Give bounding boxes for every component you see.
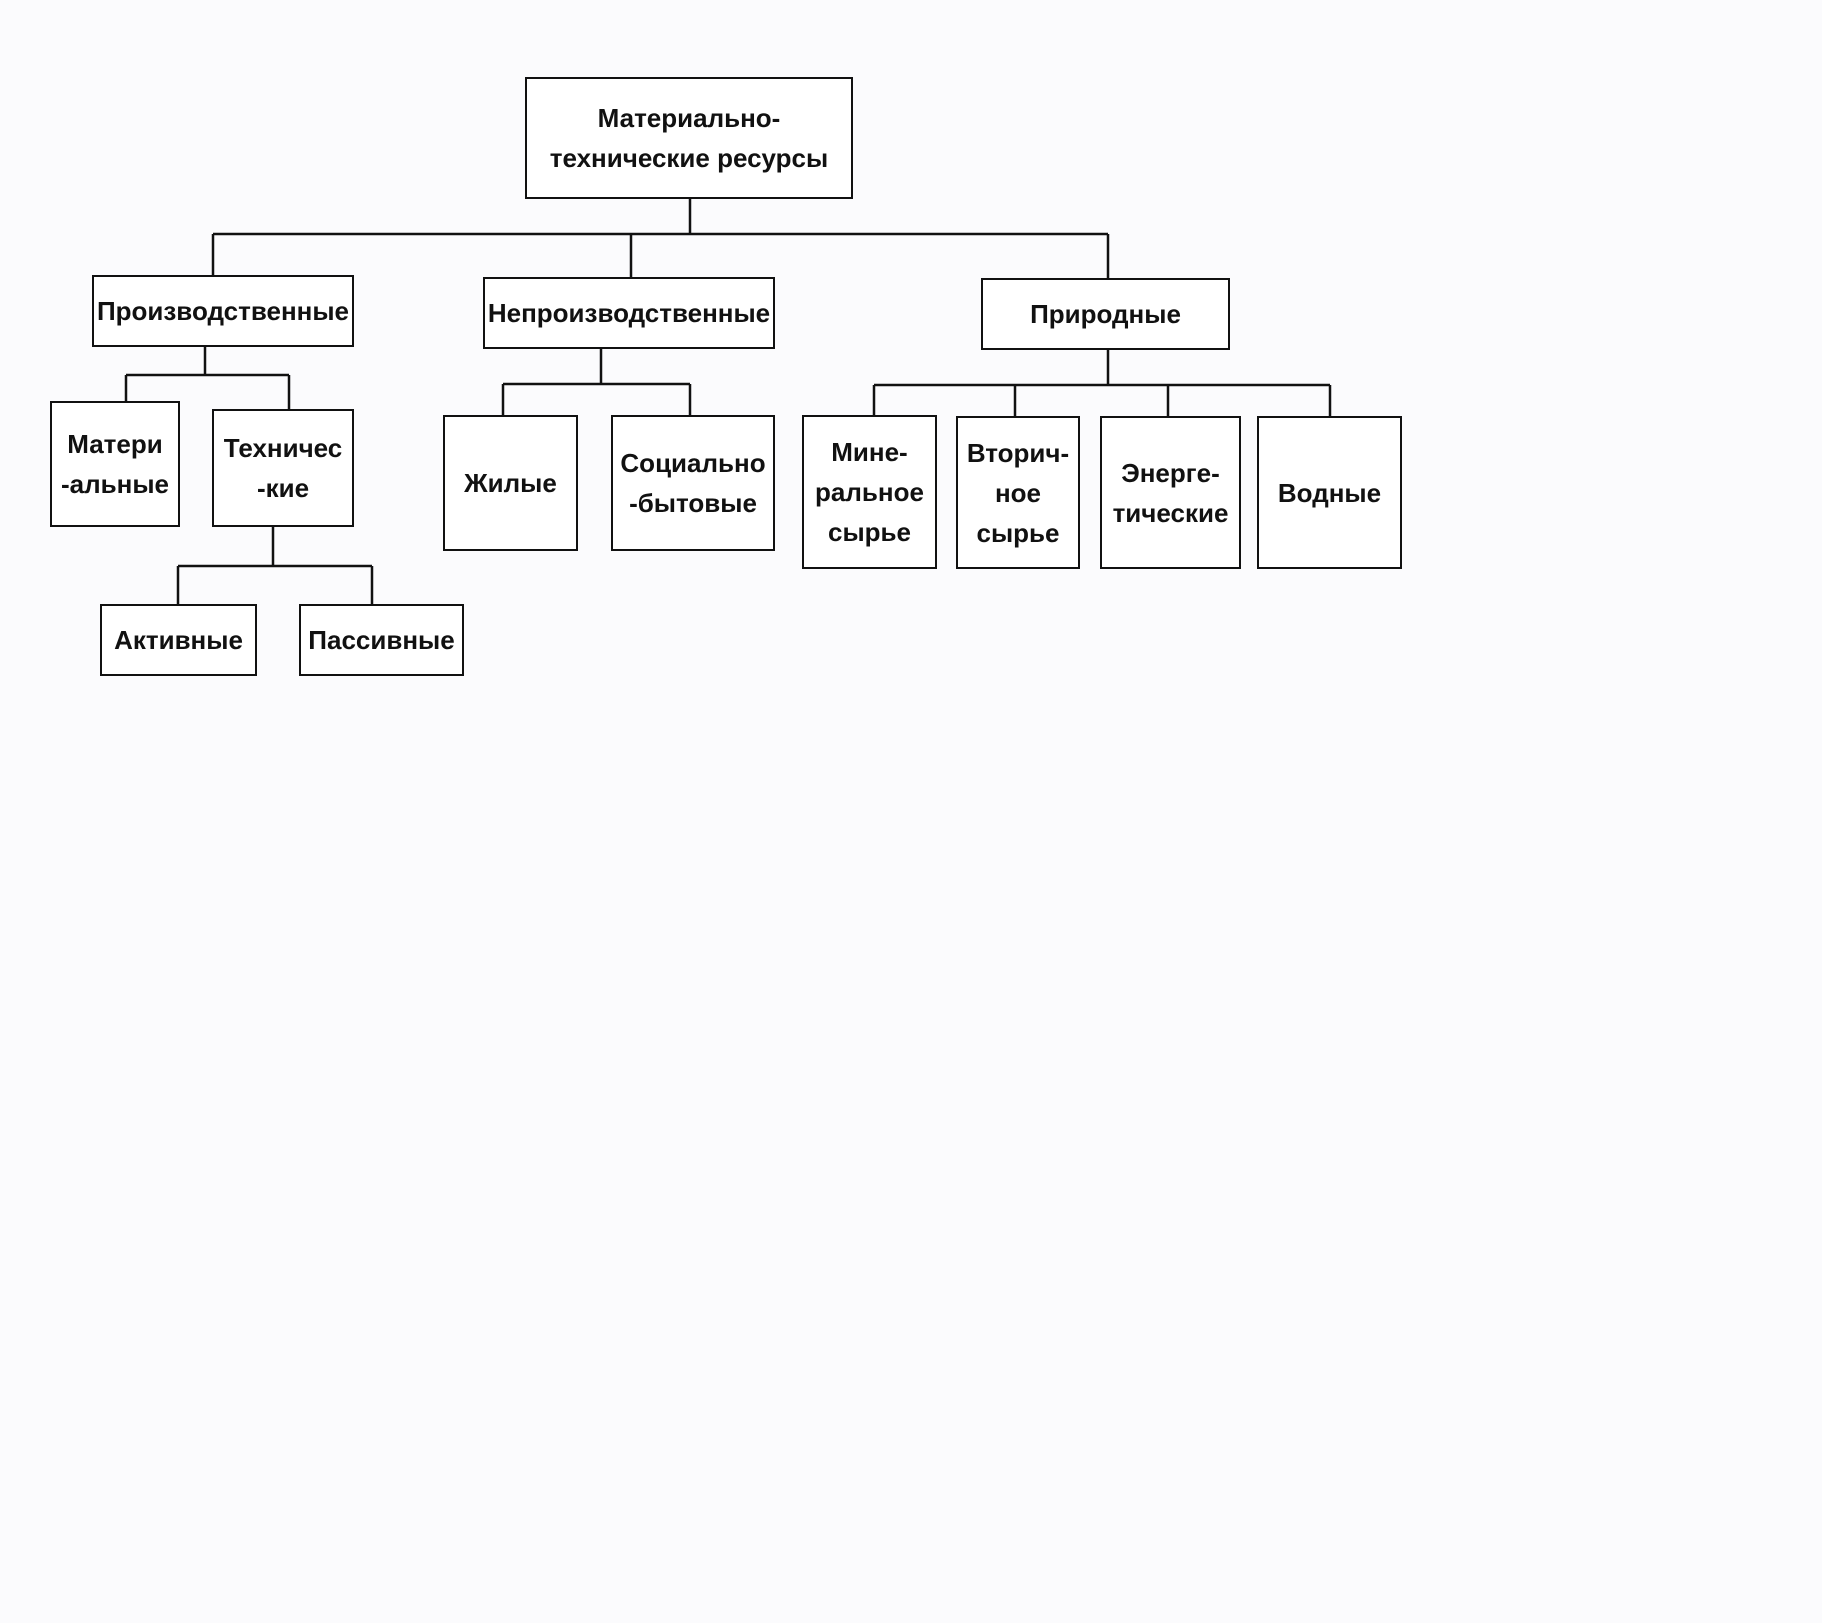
node-energy: Энерге- тические bbox=[1100, 416, 1241, 569]
node-material-technical-resources: Материально- технические ресурсы bbox=[525, 77, 853, 199]
node-water: Водные bbox=[1257, 416, 1402, 569]
node-secondary-raw-materials: Вторич- ное сырье bbox=[956, 416, 1080, 569]
node-natural: Природные bbox=[981, 278, 1230, 350]
node-housing: Жилые bbox=[443, 415, 578, 551]
node-technical: Техничес -кие bbox=[212, 409, 354, 527]
node-social-household: Социально -бытовые bbox=[611, 415, 775, 551]
node-material: Матери -альные bbox=[50, 401, 180, 527]
node-active: Активные bbox=[100, 604, 257, 676]
node-production: Производственные bbox=[92, 275, 354, 347]
node-passive: Пассивные bbox=[299, 604, 464, 676]
node-mineral-raw-materials: Мине- ральное сырье bbox=[802, 415, 937, 569]
node-non-production: Непроизводственные bbox=[483, 277, 775, 349]
